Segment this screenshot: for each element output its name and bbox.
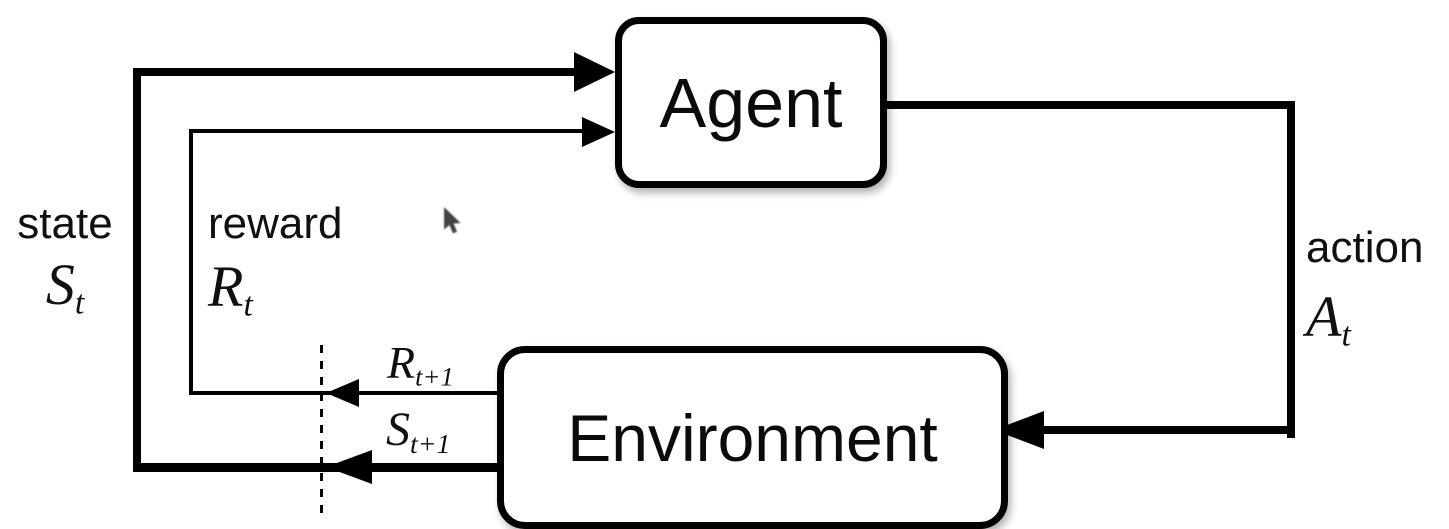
state-symbol-label: St (2, 256, 128, 320)
reward-symbol: R (208, 254, 244, 319)
action-symbol: A (1306, 284, 1342, 349)
reward-line-top-horizontal (189, 129, 584, 133)
action-line-vertical (1287, 101, 1295, 438)
environment-box-label: Environment (567, 400, 938, 475)
reward-symbol-label: Rt (208, 258, 253, 322)
reward-word-label: reward (208, 199, 343, 248)
action-word-label: action (1306, 223, 1424, 272)
state-subscript: t (74, 284, 85, 322)
action-line-top-horizontal (873, 101, 1295, 109)
next-reward-arrowhead-icon (326, 379, 359, 407)
state-line-vertical (133, 68, 141, 471)
reward-subscript: t (243, 286, 253, 324)
next-state-label: St+1 (386, 406, 450, 459)
action-line-bottom-horizontal (1040, 426, 1295, 434)
mouse-cursor-icon (444, 207, 461, 234)
next-state-subscript: t+1 (410, 428, 451, 460)
next-reward-symbol: R (387, 337, 416, 388)
state-arrowhead-into-agent-icon (574, 52, 615, 92)
state-symbol: S (45, 252, 75, 317)
action-symbol-label: At (1306, 288, 1351, 352)
timestep-separator-dashed-line (320, 345, 323, 518)
agent-box-label: Agent (659, 63, 843, 142)
state-line-top-horizontal (133, 68, 577, 76)
environment-box: Environment (497, 346, 1008, 529)
reward-line-vertical (189, 129, 193, 395)
next-state-arrowhead-icon (326, 450, 372, 484)
state-line-bottom-horizontal (133, 463, 497, 472)
state-word-label: state (17, 199, 113, 248)
agent-box: Agent (615, 17, 887, 188)
action-subscript: t (1341, 316, 1351, 354)
next-reward-label: Rt+1 (387, 340, 454, 390)
reward-arrowhead-into-agent-icon (582, 117, 615, 147)
next-state-symbol: S (386, 403, 410, 456)
next-reward-subscript: t+1 (415, 361, 454, 392)
